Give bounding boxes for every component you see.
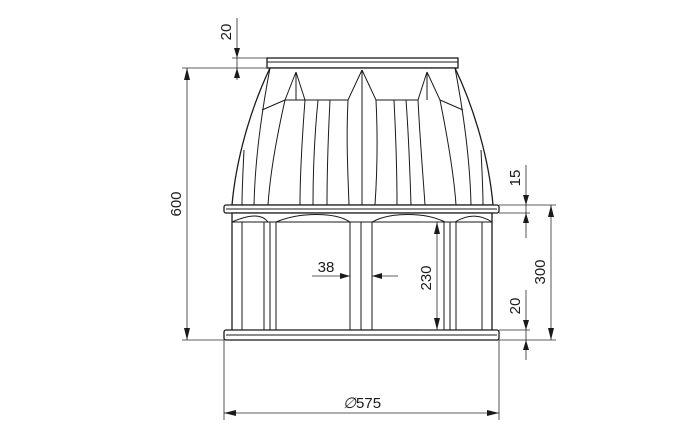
diameter-symbol: ∅ xyxy=(343,395,357,412)
dimension-top-flange: 20 xyxy=(218,18,267,80)
label-top-flange: 20 xyxy=(218,24,235,41)
dimension-bottom-flange: 20 xyxy=(499,290,530,360)
label-rib-height: 230 xyxy=(418,265,435,290)
bottom-flange xyxy=(223,329,500,341)
dimension-lower-height: 300 xyxy=(499,205,556,341)
label-rib-width: 38 xyxy=(318,259,335,276)
label-overall-height: 600 xyxy=(168,191,185,216)
dimension-middle-flange: 15 xyxy=(499,165,556,238)
label-diameter: ∅575 xyxy=(343,395,381,412)
label-lower-height: 300 xyxy=(532,259,549,284)
label-bottom-flange: 20 xyxy=(507,298,524,315)
dome-upper-part xyxy=(231,57,494,206)
dimension-rib-height: 230 xyxy=(418,221,444,331)
dimension-rib-width: 38 xyxy=(312,259,398,279)
dimension-overall-height: 600 xyxy=(168,67,267,341)
middle-flange xyxy=(223,204,500,214)
dimension-diameter: ∅575 xyxy=(223,340,500,420)
label-middle-flange: 15 xyxy=(507,170,524,187)
diameter-value: 575 xyxy=(356,395,381,412)
top-cap-ring xyxy=(266,57,459,69)
lower-cylinder xyxy=(231,212,493,333)
